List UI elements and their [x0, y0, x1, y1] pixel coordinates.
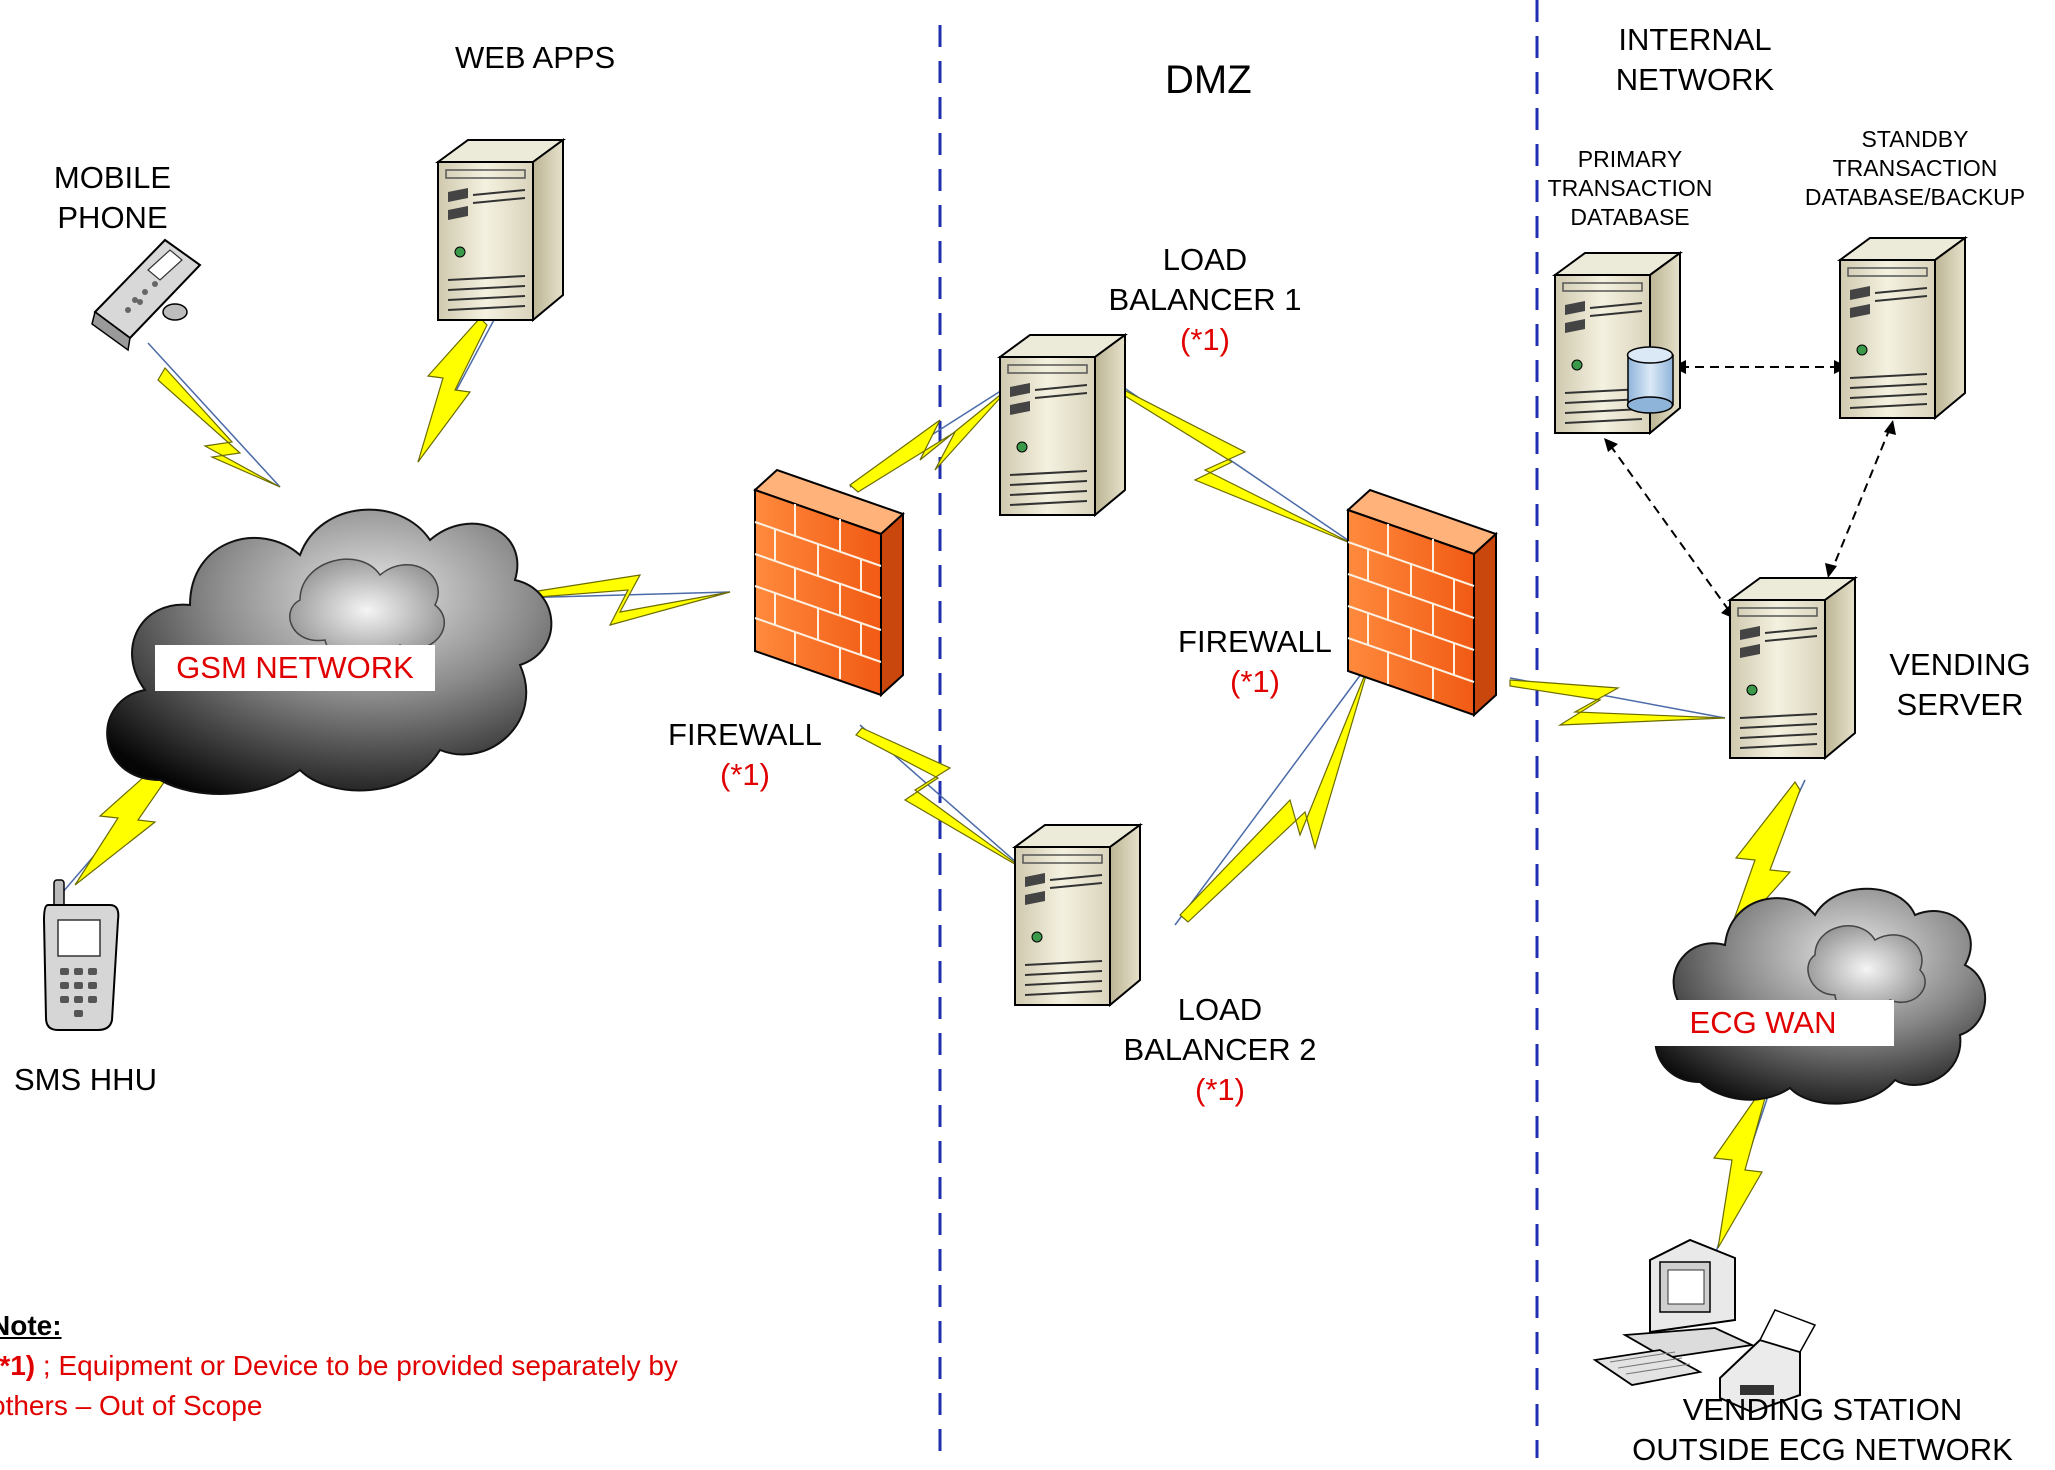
scope-marker: (*1): [1195, 1072, 1245, 1107]
lightning-link-icon: [1509, 679, 1726, 726]
mobile-phone-icon: [91, 238, 202, 352]
vending-server-icon: [1729, 577, 1856, 759]
note-title: Note:: [0, 1310, 62, 1341]
sms-handheld-icon: [42, 879, 120, 1031]
web-apps-server-icon: [437, 139, 564, 321]
load-balancer-1-server-icon: [999, 334, 1126, 516]
load-balancer-2-server-icon: [1014, 824, 1141, 1006]
workstation-printer-icon: [1592, 1238, 1817, 1414]
database-cylinder-icon: [1626, 346, 1674, 414]
lightning-link-icon: [849, 386, 1011, 493]
sms-hhu-label: SMS HHU: [14, 1062, 157, 1097]
scope-note: Note: (*1) ; Equipment or Device to be p…: [0, 1306, 890, 1426]
firewall-right-label: FIREWALL (*1): [1160, 622, 1350, 702]
firewall-right-icon: [1347, 489, 1497, 716]
scope-marker: (*1): [1230, 664, 1280, 699]
lightning-link-icon: [1179, 661, 1371, 923]
standby-db-server-icon: [1839, 237, 1966, 419]
note-text-line2: others – Out of Scope: [0, 1390, 263, 1421]
ecg-wan-label: ECG WAN: [1632, 1000, 1894, 1046]
note-text-line1: ; Equipment or Device to be provided sep…: [35, 1350, 678, 1381]
lightning-link-icon: [417, 317, 488, 463]
firewall-left-label: FIREWALL (*1): [650, 715, 840, 795]
dmz-zone-label: DMZ: [1165, 58, 1252, 102]
lightning-link-icon: [1712, 1091, 1766, 1249]
web-apps-label: WEB APPS: [455, 40, 616, 75]
lightning-link-icon: [855, 727, 1026, 871]
lightning-link-icon: [524, 574, 731, 626]
lightning-link-icon: [1724, 780, 1801, 946]
ecg-wan-cloud-icon: [1654, 887, 1987, 1105]
firewall-left-icon: [754, 469, 904, 696]
scope-marker: (*1): [1180, 322, 1230, 357]
scope-marker: (*1): [720, 757, 770, 792]
lightning-link-icon: [157, 366, 281, 488]
gsm-network-label: GSM NETWORK: [155, 645, 435, 691]
note-marker: (*1): [0, 1350, 36, 1381]
lightning-link-icon: [1118, 386, 1356, 546]
